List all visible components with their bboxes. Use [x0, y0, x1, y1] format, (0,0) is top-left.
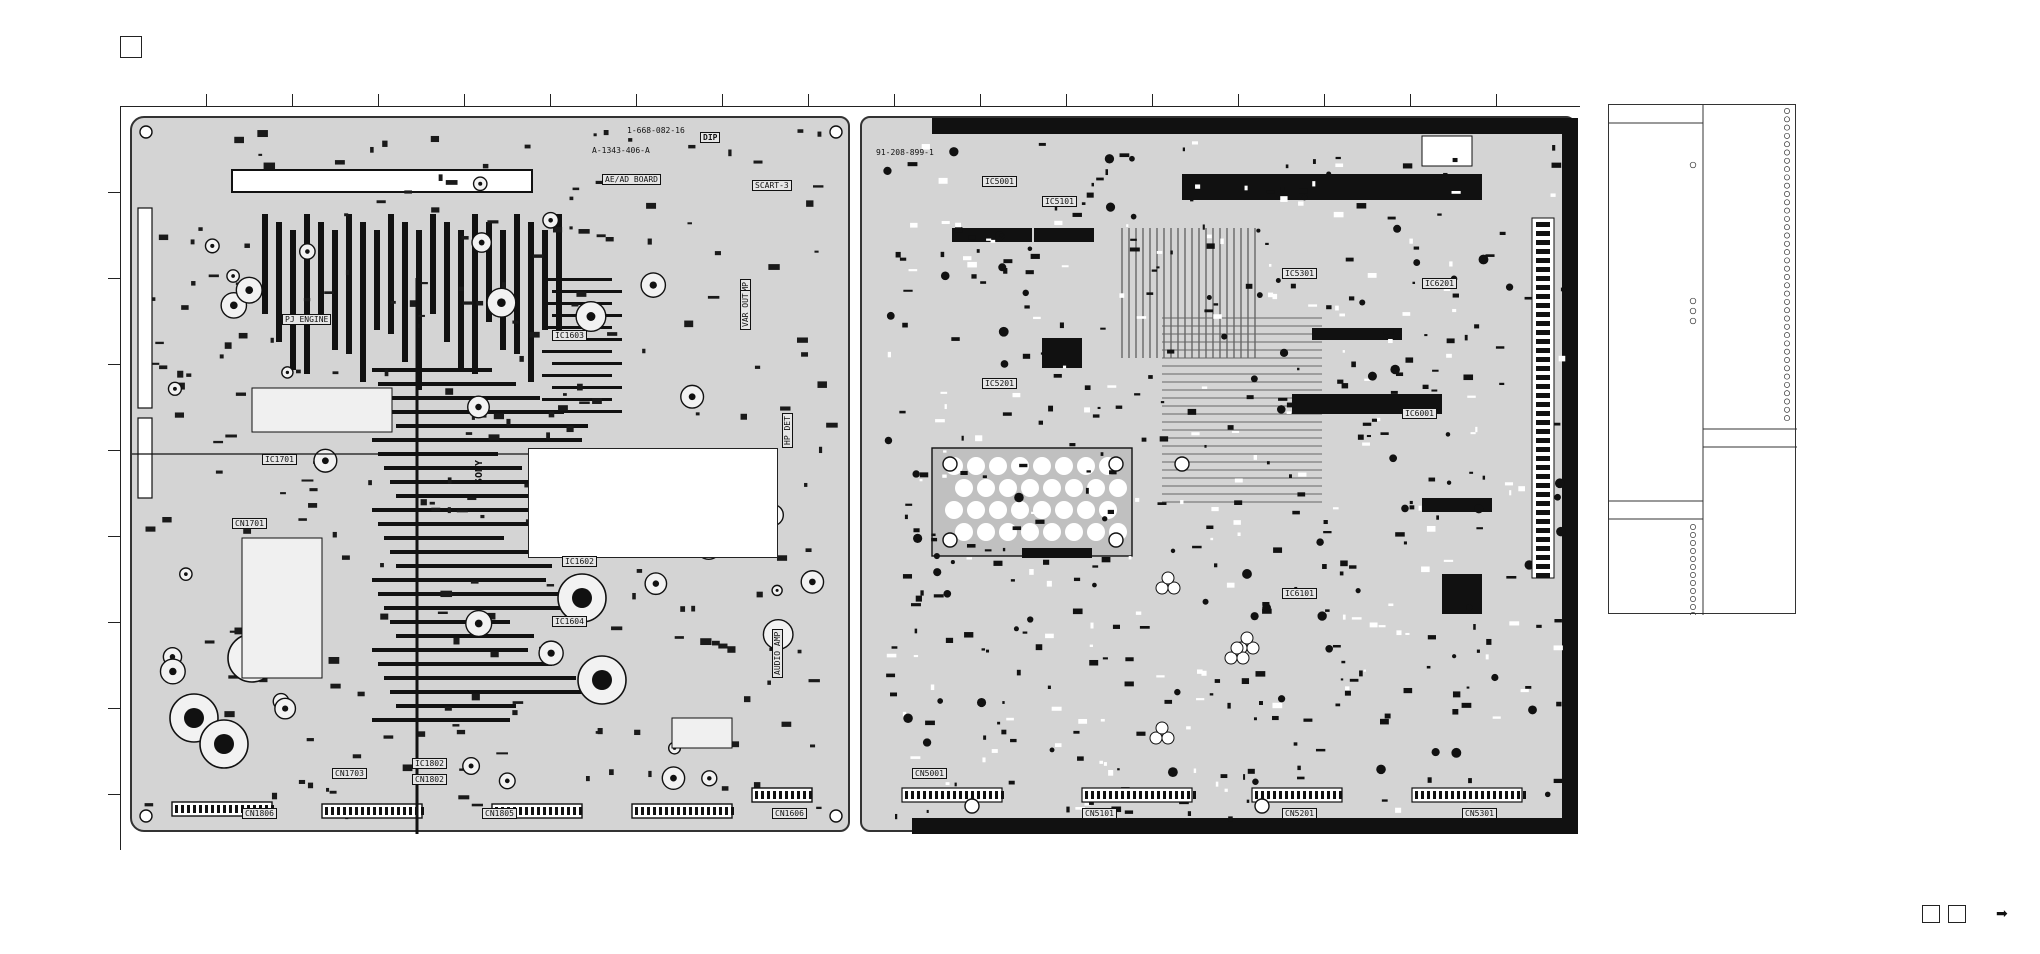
- board-a-block-hp-det: HP DET: [782, 413, 793, 448]
- ruler-tick-top: [206, 94, 207, 106]
- side-table-grid: [1609, 105, 1797, 615]
- board-a-name: AE/AD BOARD: [602, 174, 661, 185]
- side-reference-table: [1608, 104, 1797, 615]
- board-b-block-ic5101: IC5101: [1042, 196, 1077, 207]
- board-b-block-ic6001: IC6001: [1402, 408, 1437, 419]
- ruler-tick-left: [108, 450, 120, 451]
- header-box: [120, 36, 142, 58]
- board-b-block-ic5301: IC5301: [1282, 268, 1317, 279]
- footer-box-2: [1948, 905, 1966, 923]
- board-b-block-cn5001: CN5001: [912, 768, 947, 779]
- board-a-block-cn1701: CN1701: [232, 518, 267, 529]
- board-a-block-ic1604: IC1604: [552, 616, 587, 627]
- top-ruler: [120, 106, 1580, 107]
- ruler-tick-top: [1152, 94, 1153, 106]
- board-a-block-ic1701: IC1701: [262, 454, 297, 465]
- board-b-block-cn5201: CN5201: [1282, 808, 1317, 819]
- left-ruler: [120, 106, 121, 850]
- ruler-tick-top: [378, 94, 379, 106]
- ruler-tick-top: [1410, 94, 1411, 106]
- footer-box-1: [1922, 905, 1940, 923]
- ruler-tick-left: [108, 794, 120, 795]
- board-a-block-cn1806: CN1806: [242, 808, 277, 819]
- board-ae-ad: 1-668-082-16 A-1343-406-A AE/AD BOARD DI…: [130, 116, 850, 834]
- ruler-tick-left: [108, 364, 120, 365]
- chip-window: [528, 448, 778, 558]
- ruler-tick-top: [980, 94, 981, 106]
- board-a-block-scart-3: SCART-3: [752, 180, 792, 191]
- board-b-part-no: 91-208-899-1: [876, 148, 934, 157]
- board-b-traces: [883, 118, 1578, 834]
- board-b-block-cn5101: CN5101: [1082, 808, 1117, 819]
- ruler-tick-top: [1324, 94, 1325, 106]
- board-b-block-ic6201: IC6201: [1422, 278, 1457, 289]
- board-a-block-cn1606: CN1606: [772, 808, 807, 819]
- ruler-tick-left: [108, 536, 120, 537]
- board-a-block-ic1602: IC1602: [562, 556, 597, 567]
- board-a-block-var-out: VAR OUT: [740, 290, 751, 330]
- ruler-tick-top: [808, 94, 809, 106]
- next-arrow-icon[interactable]: ➡: [1996, 906, 2008, 922]
- ruler-tick-top: [1496, 94, 1497, 106]
- board-a-block-ic1802: IC1802: [412, 758, 447, 769]
- ruler-tick-left: [108, 622, 120, 623]
- ruler-tick-left: [108, 192, 120, 193]
- board-b-block-ic6101: IC6101: [1282, 588, 1317, 599]
- board-a-block-ic1603: IC1603: [552, 330, 587, 341]
- board-b-block-ic5001: IC5001: [982, 176, 1017, 187]
- ruler-tick-top: [1238, 94, 1239, 106]
- board-b-block-cn5301: CN5301: [1462, 808, 1497, 819]
- ruler-tick-left: [108, 708, 120, 709]
- board-a-block-pj-engine: PJ ENGINE: [282, 314, 332, 325]
- board-a-block-cn1805: CN1805: [482, 808, 517, 819]
- ruler-tick-top: [550, 94, 551, 106]
- board-a-block-cn1703: CN1703: [332, 768, 367, 779]
- ruler-tick-top: [1066, 94, 1067, 106]
- dip-mark: DIP: [700, 132, 721, 143]
- ruler-tick-top: [722, 94, 723, 106]
- sony-logo: SONY: [474, 459, 485, 484]
- board-a-part-no: 1-668-082-16: [627, 126, 685, 135]
- board-b-block-ic5201: IC5201: [982, 378, 1017, 389]
- ruler-tick-top: [464, 94, 465, 106]
- ruler-tick-top: [894, 94, 895, 106]
- ruler-tick-left: [108, 278, 120, 279]
- board-a-assy-no: A-1343-406-A: [592, 146, 650, 155]
- board-a-block-cn1802: CN1802: [412, 774, 447, 785]
- board-a-block-audio-amp: AUDIO AMP: [772, 628, 783, 678]
- ruler-tick-top: [636, 94, 637, 106]
- ruler-tick-top: [292, 94, 293, 106]
